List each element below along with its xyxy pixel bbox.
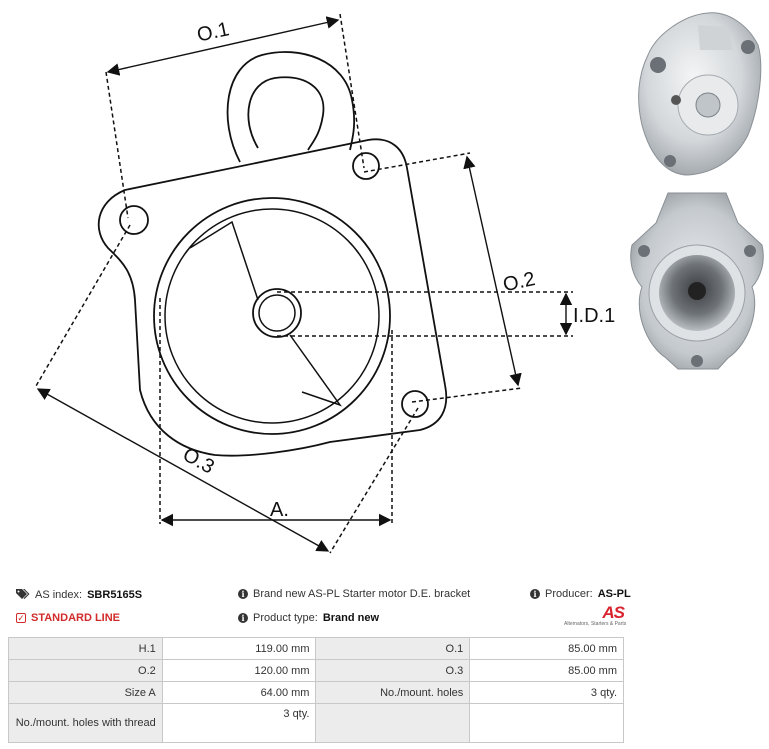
product-type-value: Brand new bbox=[322, 612, 380, 624]
as-pl-logo: AS Alternators, Starters & Parts bbox=[564, 603, 627, 632]
spec-label: H.1 bbox=[8, 637, 163, 660]
table-row: Size A 64.00 mm No./mount. holes 3 qty. bbox=[8, 681, 624, 704]
bracket-photo-back bbox=[628, 183, 766, 375]
shaft-bore-inner bbox=[258, 294, 296, 332]
cutout-upper bbox=[189, 220, 259, 301]
producer-label: Producer: bbox=[545, 588, 593, 600]
spec-value: 119.00 mm bbox=[161, 637, 317, 660]
spec-label: O.1 bbox=[315, 637, 471, 660]
info-icon: i bbox=[238, 613, 248, 623]
producer: i Producer: AS-PL bbox=[530, 588, 631, 600]
as-index-label: AS index: bbox=[35, 589, 83, 601]
spec-label: O.2 bbox=[8, 659, 163, 682]
table-row: O.2 120.00 mm O.3 85.00 mm bbox=[8, 659, 624, 682]
product-description: i Brand new AS-PL Starter motor D.E. bra… bbox=[238, 588, 470, 600]
as-index-value: SBR5165S bbox=[87, 589, 143, 601]
bracket-outline bbox=[97, 51, 448, 457]
bracket-photo-front bbox=[628, 5, 766, 180]
table-row: H.1 119.00 mm O.1 85.00 mm bbox=[8, 637, 624, 660]
dimension-extension-lines bbox=[35, 13, 573, 554]
tags-icon bbox=[16, 588, 30, 602]
logo-mark: AS bbox=[602, 603, 625, 622]
label-id1: I.D.1 bbox=[573, 305, 615, 327]
main-bore-outer bbox=[153, 197, 391, 435]
spec-value: 64.00 mm bbox=[161, 681, 317, 704]
spec-value: 85.00 mm bbox=[469, 637, 624, 660]
product-type: i Product type: Brand new bbox=[238, 612, 379, 624]
producer-value: AS-PL bbox=[597, 588, 631, 600]
mount-hole-bottom bbox=[401, 390, 429, 418]
table-row: No./mount. holes with thread 3 qty. bbox=[8, 703, 624, 743]
spec-label: Size A bbox=[8, 681, 163, 704]
label-o3: O.3 bbox=[179, 444, 218, 479]
check-square-icon: ✓ bbox=[16, 613, 26, 623]
logo-tagline: Alternators, Starters & Parts bbox=[564, 621, 627, 627]
standard-line-badge[interactable]: ✓ STANDARD LINE bbox=[16, 612, 120, 624]
mount-hole-top bbox=[352, 152, 380, 180]
spec-value: 85.00 mm bbox=[469, 659, 624, 682]
shaft-bore-outer bbox=[252, 288, 302, 338]
mount-hole-left bbox=[119, 205, 149, 235]
cutout-lower bbox=[289, 334, 342, 407]
dimension-line-o1 bbox=[106, 16, 340, 76]
spec-label: No./mount. holes with thread bbox=[8, 703, 163, 743]
spec-value: 3 qty. bbox=[161, 703, 317, 743]
technical-drawing: O.1 O.2 O.3 I.D.1 A. bbox=[35, 13, 615, 554]
main-bore-inner bbox=[164, 208, 380, 424]
info-icon: i bbox=[238, 589, 248, 599]
spec-label: No./mount. holes bbox=[315, 681, 471, 704]
as-index: AS index: SBR5165S bbox=[16, 588, 142, 602]
spec-value: 3 qty. bbox=[469, 681, 624, 704]
spec-value bbox=[469, 703, 624, 743]
product-type-label: Product type: bbox=[253, 612, 318, 624]
spec-label: O.3 bbox=[315, 659, 471, 682]
specifications-table: H.1 119.00 mm O.1 85.00 mm O.2 120.00 mm… bbox=[8, 637, 624, 743]
spec-value: 120.00 mm bbox=[161, 659, 317, 682]
info-icon: i bbox=[530, 589, 540, 599]
standard-line-label: STANDARD LINE bbox=[31, 612, 121, 624]
description-text: Brand new AS-PL Starter motor D.E. brack… bbox=[253, 588, 471, 600]
label-a: A. bbox=[270, 499, 289, 521]
dimension-line-o3 bbox=[36, 388, 330, 552]
dimension-line-o2 bbox=[463, 155, 522, 387]
spec-label bbox=[315, 703, 471, 743]
label-o1: O.1 bbox=[195, 18, 231, 46]
